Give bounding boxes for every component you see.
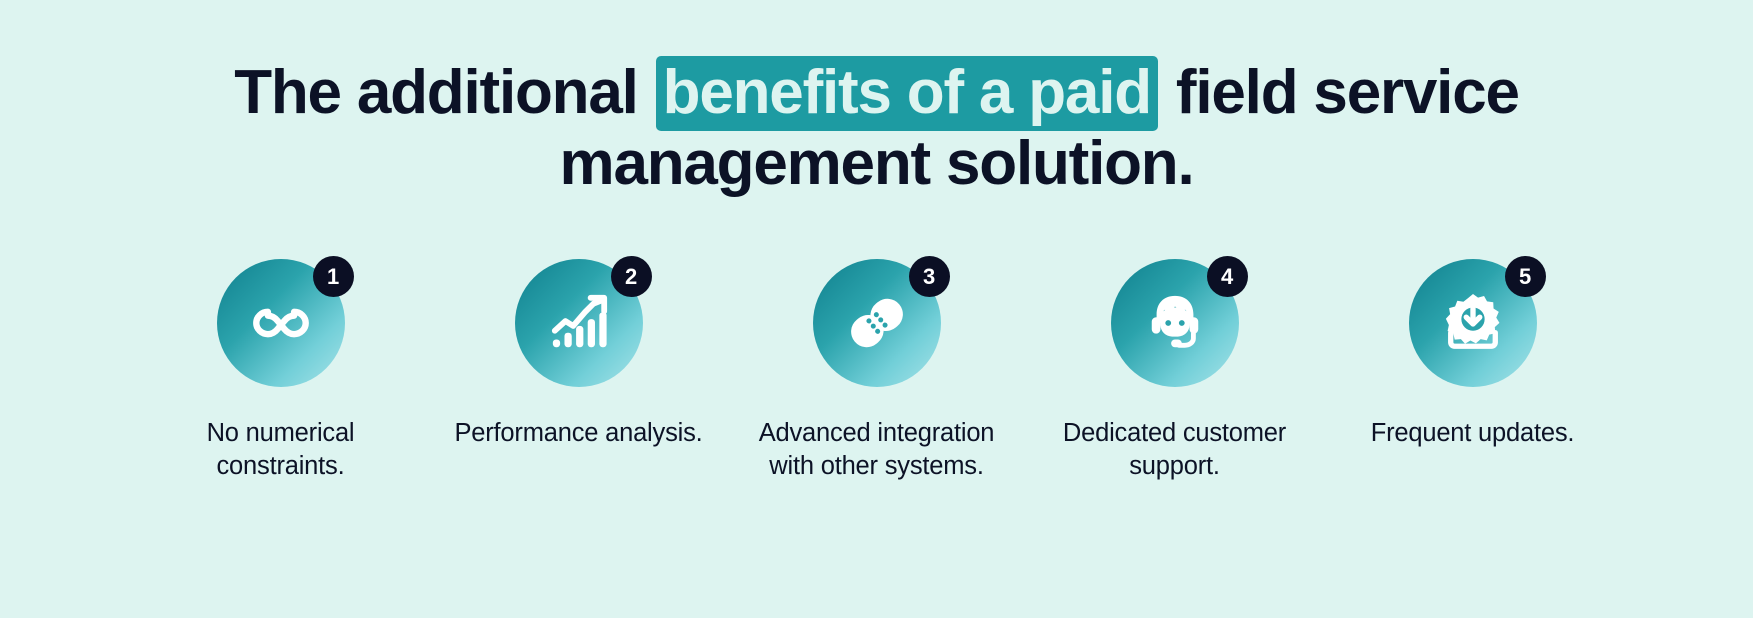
feature-item-4: 4 Dedicated customer support. [1026, 256, 1324, 482]
feature-caption-1: No numerical constraints. [206, 419, 355, 480]
badge-number-1: 1 [312, 256, 354, 298]
feature-item-1: 1 No numerical constraints. [132, 256, 430, 482]
heading-highlight: benefits of a paid [655, 56, 1158, 131]
icon-wrap-1: 1 [216, 256, 354, 388]
heading-part-2: field service [1159, 58, 1520, 127]
icon-wrap-3: 3 [812, 256, 950, 388]
heading-line-2: management solution. [559, 128, 1195, 198]
features-row: 1 No numerical constraints. [0, 256, 1753, 482]
badge-number-2: 2 [610, 256, 652, 298]
heading-part-1: The additional [234, 58, 654, 127]
icon-wrap-5: 5 [1408, 256, 1546, 388]
feature-caption-5: Frequent updates. [1370, 419, 1575, 448]
feature-item-3: 3 Advanced integration with other system… [728, 256, 1026, 482]
feature-caption-4: Dedicated customer support. [1062, 419, 1287, 480]
badge-number-4: 4 [1206, 256, 1248, 298]
feature-item-5: 5 Frequent updates. [1324, 256, 1622, 450]
feature-item-2: 2 Performance analysis. [430, 256, 728, 450]
icon-circle-5 [1408, 259, 1537, 388]
feature-caption-3: Advanced integration with other systems. [758, 419, 995, 480]
page-title: The additional benefits of a paid field … [177, 56, 1577, 199]
icon-circle-2 [514, 259, 643, 388]
badge-number-5: 5 [1504, 256, 1546, 298]
feature-caption-2: Performance analysis. [454, 419, 703, 448]
gear-download-icon [1445, 294, 1499, 350]
headset-support-icon [1151, 296, 1198, 349]
infinity-icon [252, 309, 309, 338]
icon-wrap-4: 4 [1110, 256, 1248, 388]
integration-puzzle-icon [850, 299, 903, 348]
growth-chart-icon [551, 295, 607, 348]
badge-number-3: 3 [908, 256, 950, 298]
icon-wrap-2: 2 [514, 256, 652, 388]
